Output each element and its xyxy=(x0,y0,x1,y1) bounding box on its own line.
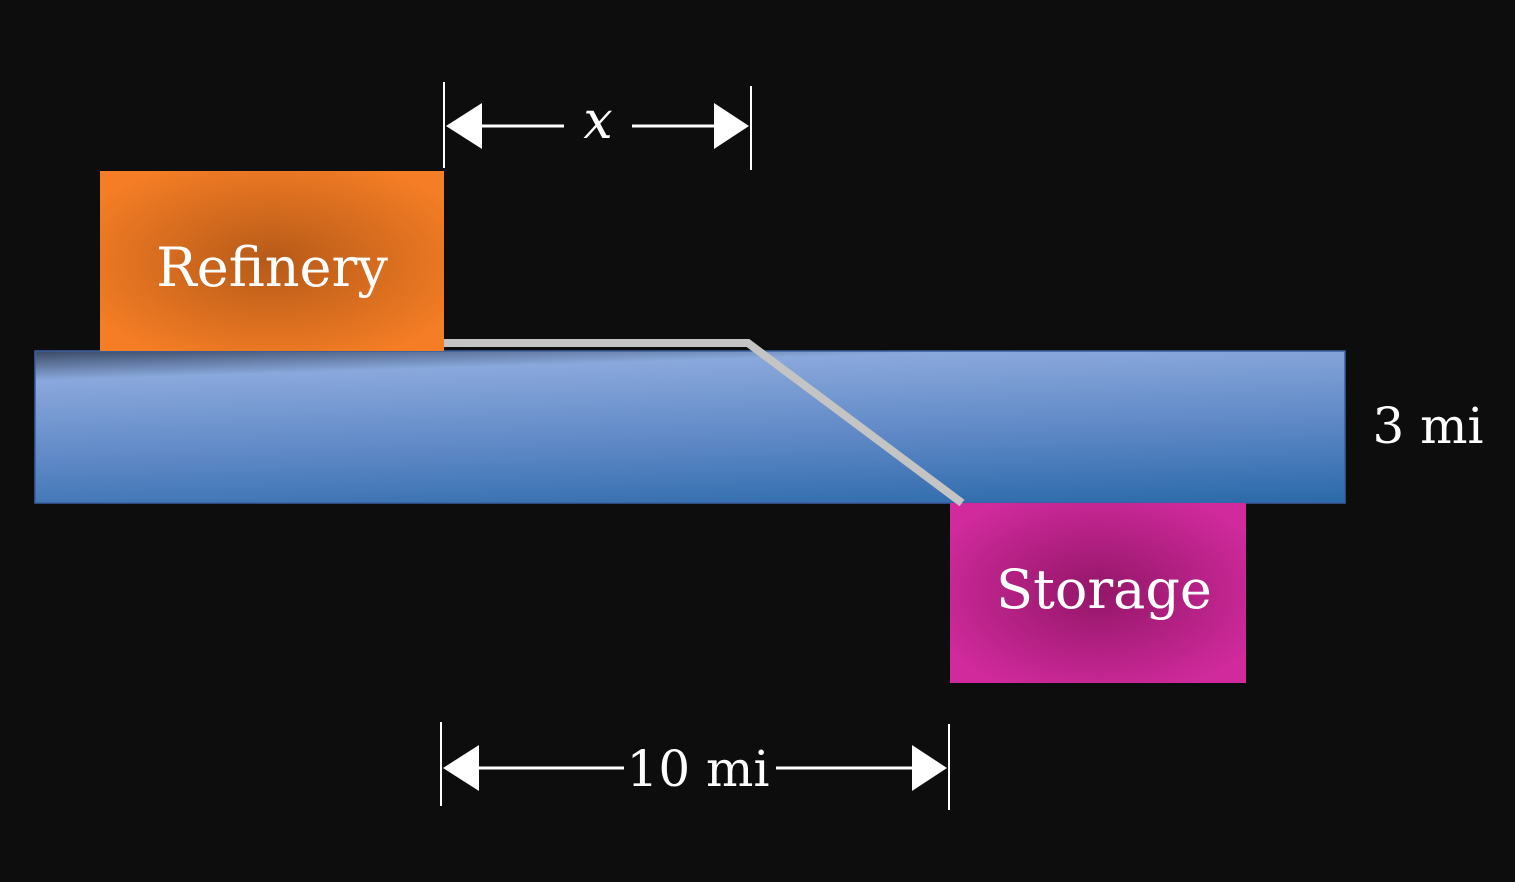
river xyxy=(34,350,1346,504)
x-dimension-right-arrowhead xyxy=(714,103,749,149)
x-variable-label: x xyxy=(583,91,612,151)
storage-label: Storage xyxy=(996,558,1212,621)
refinery-box xyxy=(100,171,444,351)
ten-mile-left-arrowhead xyxy=(443,745,479,791)
river-width-label: 3 mi xyxy=(1372,397,1483,455)
ten-mile-right-arrowhead xyxy=(912,745,947,791)
pipeline xyxy=(444,339,965,507)
storage-box xyxy=(950,503,1246,683)
x-dimension: x xyxy=(443,82,752,170)
ten-mile-dimension: 10 mi xyxy=(440,722,950,810)
x-dimension-left-arrowhead xyxy=(446,103,482,149)
refinery-label: Refinery xyxy=(156,236,388,299)
ten-mile-label: 10 mi xyxy=(627,740,770,798)
